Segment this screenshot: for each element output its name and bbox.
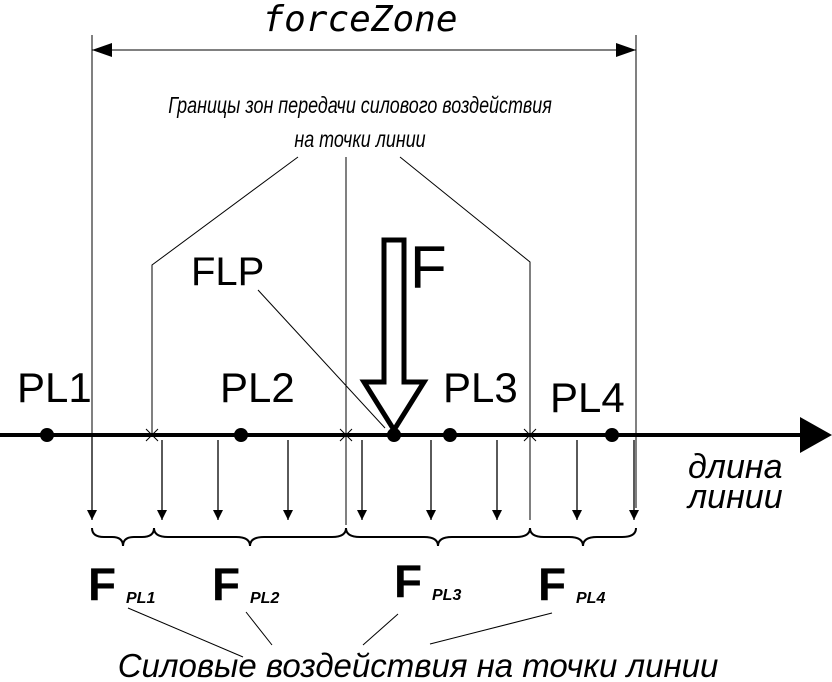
force-label-pl4: F PL4 [538,558,605,610]
point-label-pl1: PL1 [17,364,92,411]
boundaries-caption-line1: Границы зон передачи силового воздействи… [168,93,552,119]
bottom-caption: Силовые воздействия на точки линии [118,647,719,682]
boundaries-caption-line2: на точки линии [294,127,426,153]
svg-text:F: F [88,558,116,610]
zone-braces [91,527,637,547]
force-label-pl1: F PL1 [88,558,155,610]
distribution-arrows [87,435,639,520]
force-zone-title: forceZone [262,0,457,40]
axis-label-line2: линии [686,478,783,516]
line-axis-arrowhead [800,417,832,453]
point-label-pl4: PL4 [550,374,625,421]
dimension-left-arrowhead [92,43,112,57]
point-pl3 [443,428,457,442]
point-label-pl3: PL3 [443,364,518,411]
flp-label: FLP [191,250,264,294]
svg-text:PL1: PL1 [126,590,155,607]
svg-text:F: F [212,558,240,610]
point-label-pl2: PL2 [220,364,295,411]
flp-leader [257,289,386,429]
force-arrow [359,237,429,435]
point-pl1 [40,428,54,442]
point-pl2 [234,428,248,442]
svg-text:PL4: PL4 [576,590,605,607]
svg-text:F: F [394,555,422,607]
force-label-pl2: F PL2 [212,558,279,610]
point-pl4 [605,428,619,442]
bottom-caption-leaders [127,607,553,658]
dimension-right-arrowhead [616,43,636,57]
boundary-ticks [145,428,537,442]
boundary-leader-1 [151,156,299,435]
svg-text:PL3: PL3 [432,587,461,604]
point-flp [387,428,401,442]
force-label: F [410,234,447,301]
boundary-leader-3 [399,156,531,520]
svg-text:F: F [538,558,566,610]
axis-label-line1: длина [688,448,783,486]
svg-text:PL2: PL2 [250,590,279,607]
force-label-pl3: F PL3 [394,555,461,607]
